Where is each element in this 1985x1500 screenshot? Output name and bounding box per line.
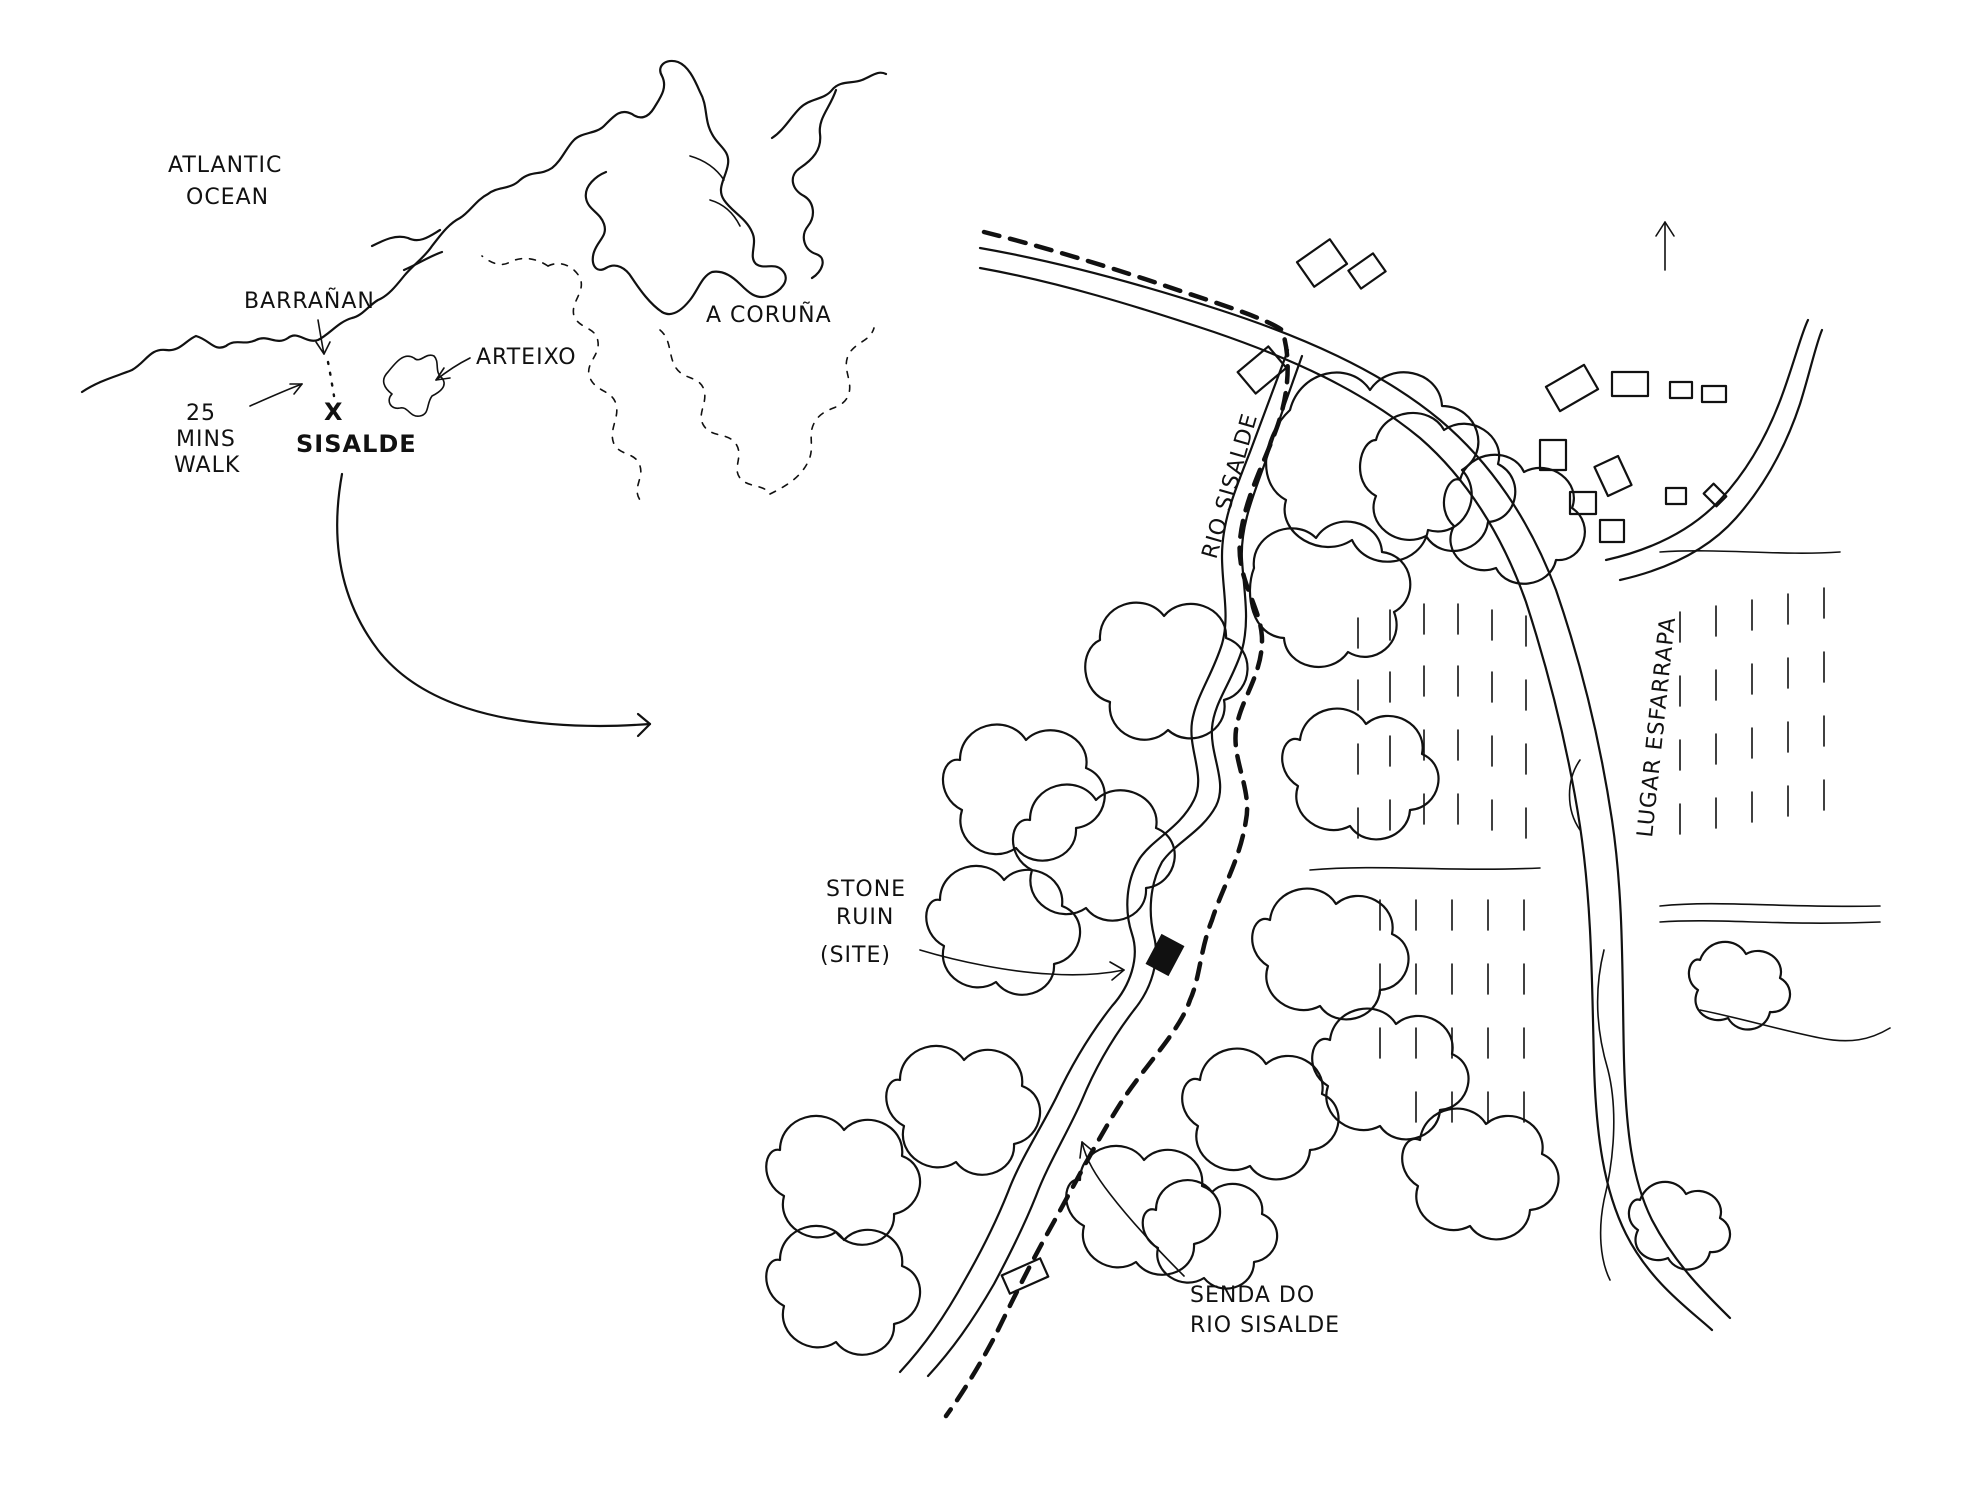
road-edge-outer (978, 246, 1732, 1320)
field-hatching (1357, 587, 1825, 1123)
bridge (1000, 1257, 1050, 1295)
site-x-marker: X (324, 398, 344, 426)
detail-map: RIO SISALDE LUGAR ESFARRAPA STONE RUIN (… (765, 221, 1891, 1419)
building (1700, 384, 1728, 404)
arteixo-label: ARTEIXO (476, 345, 577, 370)
overview-map: ATLANTIC OCEAN BARRAÑAN ARTEIXO A CORUÑA… (80, 59, 888, 738)
trail-dashed (943, 229, 1290, 1419)
arteixo-outline (382, 354, 445, 417)
building (1538, 438, 1568, 472)
building (1702, 482, 1728, 508)
trail-leader (1081, 1141, 1185, 1277)
zoom-arrow (336, 472, 652, 728)
road-edge-inner (978, 266, 1714, 1332)
coastline (80, 59, 787, 394)
stone-ruin-label-3: (SITE) (820, 943, 891, 968)
building (1544, 363, 1600, 413)
ocean-label-2: OCEAN (186, 185, 269, 210)
river-bank-left (898, 348, 1290, 1374)
building (1598, 518, 1626, 544)
walk-time-label-1: 25 (186, 401, 216, 426)
building (1668, 380, 1694, 400)
barranan-label: BARRAÑAN (244, 287, 375, 314)
ocean-label: ATLANTIC (168, 153, 282, 178)
stone-ruin-label-2: RUIN (836, 905, 894, 930)
building (1568, 490, 1598, 516)
tree-canopies (765, 371, 1791, 1356)
walk-time-label-3: WALK (174, 453, 240, 478)
walk-dotted-path (326, 360, 336, 398)
sisalde-label: SISALDE (296, 430, 417, 458)
north-arrow-icon (1655, 221, 1675, 271)
walk-time-label-2: MINS (176, 427, 236, 452)
a-coruna-label: A CORUÑA (706, 301, 832, 328)
building (1610, 370, 1650, 398)
building (1664, 486, 1688, 506)
road-label: LUGAR ESFARRAPA (1633, 615, 1681, 838)
trail-label-2: RIO SISALDE (1190, 1313, 1340, 1338)
building (1295, 238, 1349, 288)
building (1347, 252, 1387, 290)
ruin-leader (919, 949, 1125, 976)
stone-ruin-label-1: STONE (826, 877, 906, 902)
river-bank-right (926, 354, 1304, 1378)
building (1593, 454, 1633, 498)
building (1236, 345, 1288, 395)
trail-label-1: SENDA DO (1190, 1283, 1315, 1308)
stone-ruin-marker (1145, 933, 1185, 977)
